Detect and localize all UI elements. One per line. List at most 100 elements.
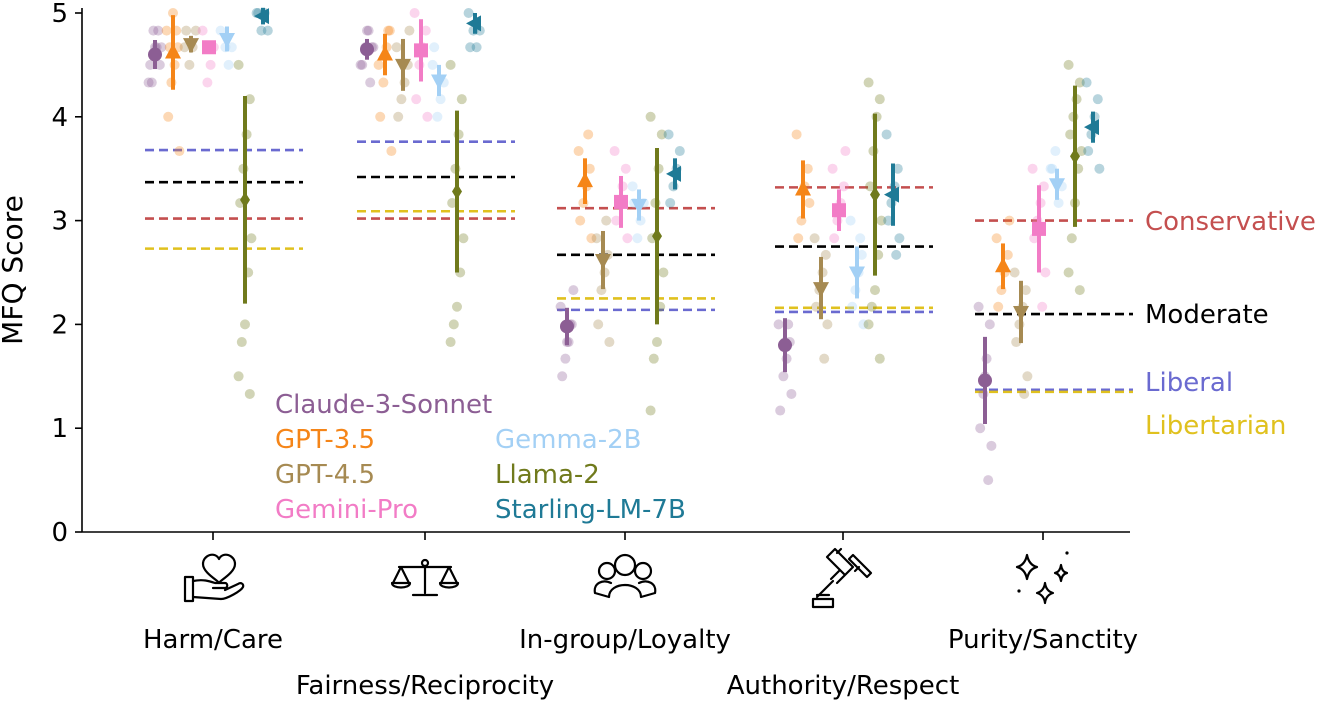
- data-point: [427, 59, 438, 70]
- reference-label-libertarian: Libertarian: [1145, 411, 1286, 441]
- data-point: [991, 233, 1002, 244]
- data-point: [874, 353, 885, 364]
- category-labels: Harm/CareFairness/ReciprocityIn-group/Lo…: [143, 625, 1138, 701]
- data-point: [775, 405, 786, 416]
- data-point: [984, 319, 995, 330]
- mean-marker: [870, 186, 880, 203]
- category-label: Fairness/Reciprocity: [296, 671, 554, 701]
- data-point: [557, 371, 568, 382]
- data-point: [601, 215, 612, 226]
- mean-marker: [832, 203, 846, 218]
- data-point: [1050, 146, 1061, 157]
- data-point: [432, 111, 443, 122]
- data-point: [386, 146, 397, 157]
- data-point: [174, 146, 185, 157]
- legend-entry: Llama-2: [495, 460, 600, 490]
- data-point: [858, 319, 869, 330]
- data-point: [804, 197, 815, 208]
- data-point: [609, 146, 620, 157]
- mean-marker: [577, 172, 593, 188]
- mean-marker: [202, 40, 216, 55]
- data-point: [458, 233, 469, 244]
- mean-marker: [395, 58, 411, 74]
- data-point: [1094, 163, 1105, 174]
- data-point: [244, 388, 255, 399]
- data-point: [1053, 197, 1064, 208]
- data-point: [448, 319, 459, 330]
- data-point: [143, 77, 154, 88]
- legend-entry: GPT-3.5: [275, 425, 375, 455]
- data-point: [190, 25, 201, 36]
- mean-marker: [377, 45, 393, 61]
- mean-marker: [795, 180, 811, 196]
- data-point: [1022, 371, 1033, 382]
- mean-marker: [595, 254, 611, 270]
- data-point: [865, 181, 876, 192]
- data-point: [384, 25, 395, 36]
- mean-marker: [466, 15, 481, 32]
- data-point: [233, 371, 244, 382]
- data-point: [465, 42, 476, 53]
- data-point: [375, 111, 386, 122]
- data-point: [973, 301, 984, 312]
- mean-marker: [995, 257, 1011, 273]
- data-point: [262, 25, 273, 36]
- category-label: Harm/Care: [143, 625, 283, 655]
- data-point: [1020, 285, 1031, 296]
- data-point: [435, 94, 446, 105]
- data-point: [357, 59, 368, 70]
- data-point: [819, 353, 830, 364]
- data-point: [874, 94, 885, 105]
- data-point: [822, 319, 833, 330]
- data-point: [1065, 129, 1076, 140]
- data-point: [1092, 94, 1103, 105]
- legend-entry: Claude-3-Sonnet: [275, 390, 492, 420]
- data-point: [411, 94, 422, 105]
- category-icons: [183, 547, 1069, 609]
- y-axis-title: MFQ Score: [0, 195, 29, 345]
- data-point: [355, 59, 366, 70]
- scales-icon: [390, 558, 460, 597]
- data-point: [429, 42, 440, 53]
- mean-marker: [1084, 119, 1099, 136]
- data-point: [422, 111, 433, 122]
- sparkles-icon: [1015, 551, 1069, 605]
- mean-marker: [849, 266, 865, 282]
- data-point: [555, 301, 566, 312]
- mean-marker: [1032, 221, 1046, 236]
- data-point: [393, 111, 404, 122]
- x-ticks: [212, 532, 1044, 540]
- mean-marker: [560, 319, 574, 334]
- data-point: [593, 319, 604, 330]
- data-point: [1004, 215, 1015, 226]
- data-point: [847, 301, 858, 312]
- data-point: [829, 233, 840, 244]
- data-point: [827, 163, 838, 174]
- legend-entry: GPT-4.5: [275, 460, 375, 490]
- data-point: [802, 163, 813, 174]
- data-point: [855, 233, 866, 244]
- data-point: [645, 405, 656, 416]
- mean-marker: [414, 43, 428, 58]
- data-point: [378, 77, 389, 88]
- y-tick-label: 0: [51, 518, 68, 548]
- data-point: [197, 25, 208, 36]
- data-point: [656, 129, 667, 140]
- data-point: [838, 181, 849, 192]
- data-point: [409, 8, 420, 18]
- data-point: [573, 146, 584, 157]
- data-point: [892, 163, 903, 174]
- mean-marker: [778, 338, 792, 353]
- mean-marker: [813, 282, 829, 298]
- data-point: [809, 233, 820, 244]
- legend: Claude-3-SonnetGPT-3.5GPT-4.5Gemini-ProG…: [275, 390, 686, 525]
- data-point: [786, 388, 797, 399]
- y-tick-label: 5: [51, 0, 68, 29]
- data-point: [365, 77, 376, 88]
- mean-marker: [978, 373, 992, 388]
- data-point: [820, 249, 831, 260]
- data-point: [456, 94, 467, 105]
- mean-marker: [183, 38, 199, 54]
